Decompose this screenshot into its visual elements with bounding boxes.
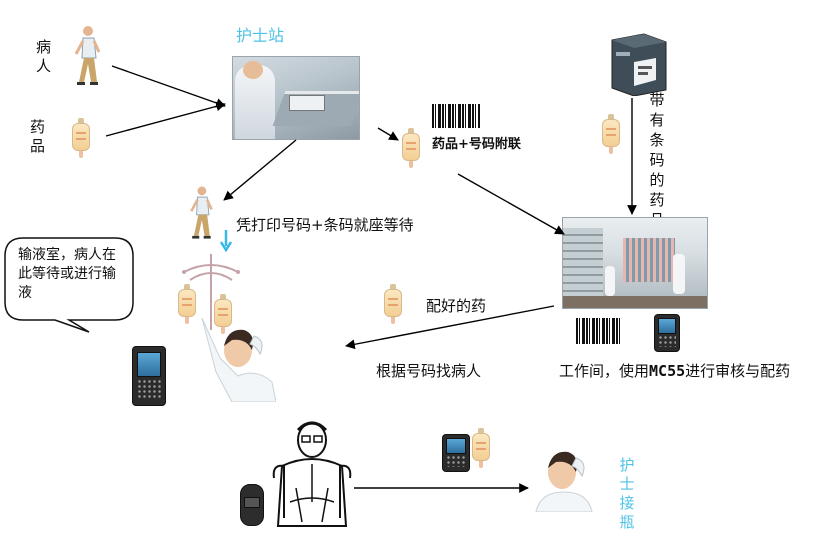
label-medicine: 药品 <box>30 118 46 155</box>
dispensing-room-photo <box>562 217 708 309</box>
iv-bag-icon <box>402 128 420 168</box>
label-nurse-receive: 护士接瓶 <box>619 456 635 531</box>
label-printer-icon <box>611 33 667 96</box>
label-medicine-with-number: 药品+号码附联 <box>432 137 521 152</box>
label-prepared-med: 配好的药 <box>426 297 487 315</box>
arrow-barcode-to-workroom <box>457 173 565 235</box>
iv-bag-icon <box>178 284 196 324</box>
iv-bag-icon <box>72 118 90 158</box>
label-workroom-suffix: 进行审核与配药 <box>685 362 791 380</box>
iv-bag-icon <box>602 114 620 154</box>
label-find-patient: 根据号码找病人 <box>376 362 482 380</box>
bubble-text: 输液室，病人在此等待或进行输液 <box>18 247 116 301</box>
speech-bubble <box>4 237 134 333</box>
nurse-figure <box>201 318 276 402</box>
pager-icon <box>240 484 264 526</box>
arrow-patient-to-station <box>111 65 226 108</box>
iv-stand-icon <box>182 254 240 330</box>
barcode-icon <box>432 104 480 128</box>
arrow-station-to-waiting <box>223 139 297 201</box>
label-nurse-station: 护士站 <box>236 26 285 45</box>
seated-patient-sketch <box>272 421 352 527</box>
label-workroom-prefix: 工作间，使用 <box>559 362 650 380</box>
pda-icon <box>132 346 166 406</box>
label-wait-instruction: 凭打印号码+条码就座等待 <box>236 216 414 234</box>
nurse-receiving-figure <box>535 451 593 512</box>
walking-patient-icon <box>190 186 213 239</box>
arrow-station-to-workroom <box>377 127 399 141</box>
iv-bag-icon <box>472 428 490 468</box>
label-printer-caption: 带有条码的药品 <box>649 91 665 229</box>
arrow-medicine-to-station <box>105 101 226 137</box>
label-workroom: 工作间，使用MC55进行审核与配药 <box>559 362 790 380</box>
label-device-mc55: MC55 <box>649 362 686 380</box>
iv-bag-icon <box>384 284 402 324</box>
nurse-station-photo <box>232 56 360 140</box>
pda-icon <box>442 434 470 472</box>
down-arrow-icon <box>220 230 232 252</box>
pda-icon <box>654 314 680 352</box>
walking-patient-icon <box>74 26 101 85</box>
label-patient: 病人 <box>36 38 52 75</box>
barcode-icon <box>576 318 622 344</box>
iv-bag-icon <box>214 294 232 334</box>
